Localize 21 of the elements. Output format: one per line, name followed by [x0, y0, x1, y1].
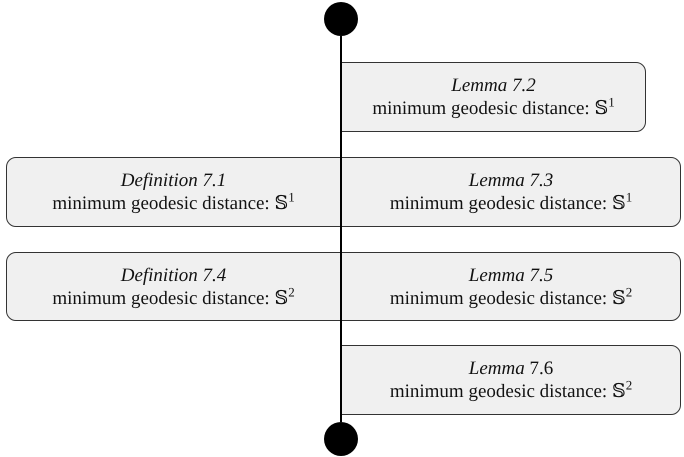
statement-title: Lemma 7.6: [468, 357, 554, 380]
statement-title: Definition 7.1: [120, 169, 226, 192]
statement-text: minimum geodesic distance: 𝕊$^{2}$: [52, 286, 295, 310]
terminal-dot: [324, 422, 358, 456]
statement-box: [6, 157, 341, 227]
statement-box: [341, 157, 681, 227]
terminal-dot: [324, 2, 358, 36]
statement-text: minimum geodesic distance: 𝕊$^{1}$: [52, 192, 295, 215]
statement-text: minimum geodesic distance: 𝕊$^{2}$: [390, 286, 632, 310]
statement-box: [341, 345, 681, 415]
statement-title: Lemma 7.2: [451, 74, 536, 97]
statement-title: Definition 7.4: [120, 264, 226, 286]
statement-title: Lemma 7.3: [468, 169, 554, 192]
statement-text: minimum geodesic distance: 𝕊$^{1}$: [390, 192, 632, 215]
statement-text: minimum geodesic distance: 𝕊$^{2}$: [390, 380, 632, 403]
statement-text: minimum geodesic distance: 𝕊$^{1}$: [372, 97, 615, 120]
timeline-line: [340, 36, 342, 422]
statement-title: Lemma 7.5: [468, 264, 554, 286]
statement-box: [341, 62, 646, 132]
statement-box: [341, 252, 681, 321]
statement-box: [6, 252, 341, 321]
